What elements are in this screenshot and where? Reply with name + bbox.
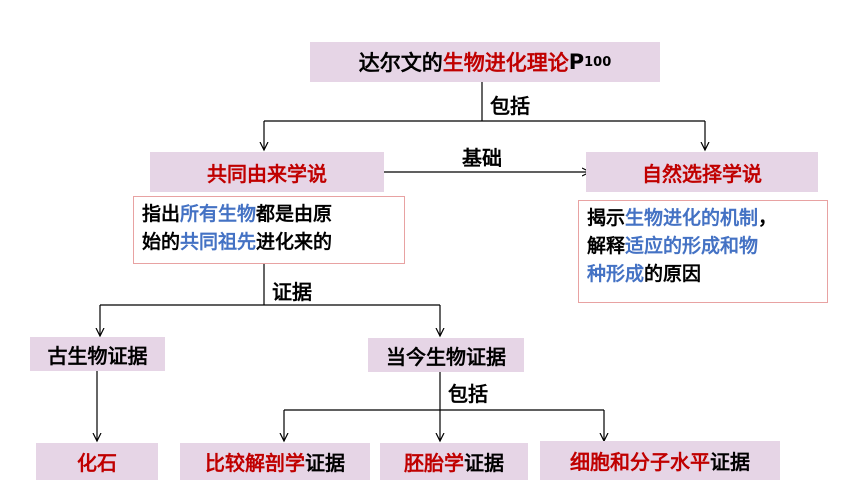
paleo-evidence-box: 古生物证据 <box>30 337 165 371</box>
label-include-bottom: 包括 <box>448 382 488 406</box>
root-suffix: P <box>568 50 585 74</box>
root-highlight: 生物进化理论 <box>442 51 569 75</box>
anatomy-evidence-box: 比较解剖学证据 <box>180 443 370 480</box>
common-descent-box: 共同由来学说 <box>150 152 384 192</box>
selection-note-line1: 揭示生物进化的机制， <box>587 207 778 229</box>
root-prefix: 达尔文的 <box>358 51 443 75</box>
label-evidence: 证据 <box>272 280 312 304</box>
common-note-line2: 始的共同祖先进化来的 <box>142 231 333 253</box>
root-sub: 100 <box>584 54 612 70</box>
fossil-box: 化石 <box>36 443 158 480</box>
selection-note-line2: 解释适应的形成和物 <box>587 235 759 257</box>
selection-note-line3: 种形成的原因 <box>587 263 702 285</box>
natural-selection-note: 揭示生物进化的机制， 解释适应的形成和物 种形成的原因 <box>578 200 828 303</box>
natural-selection-box: 自然选择学说 <box>586 152 818 192</box>
current-evidence-box: 当今生物证据 <box>368 338 524 372</box>
label-basis: 基础 <box>462 146 502 170</box>
embryology-evidence-box: 胚胎学证据 <box>380 443 528 480</box>
label-include-top: 包括 <box>490 94 530 118</box>
common-descent-note: 指出所有生物都是由原 始的共同祖先进化来的 <box>133 196 405 264</box>
common-note-line1: 指出所有生物都是由原 <box>142 203 333 225</box>
molecular-evidence-box: 细胞和分子水平证据 <box>540 441 780 480</box>
